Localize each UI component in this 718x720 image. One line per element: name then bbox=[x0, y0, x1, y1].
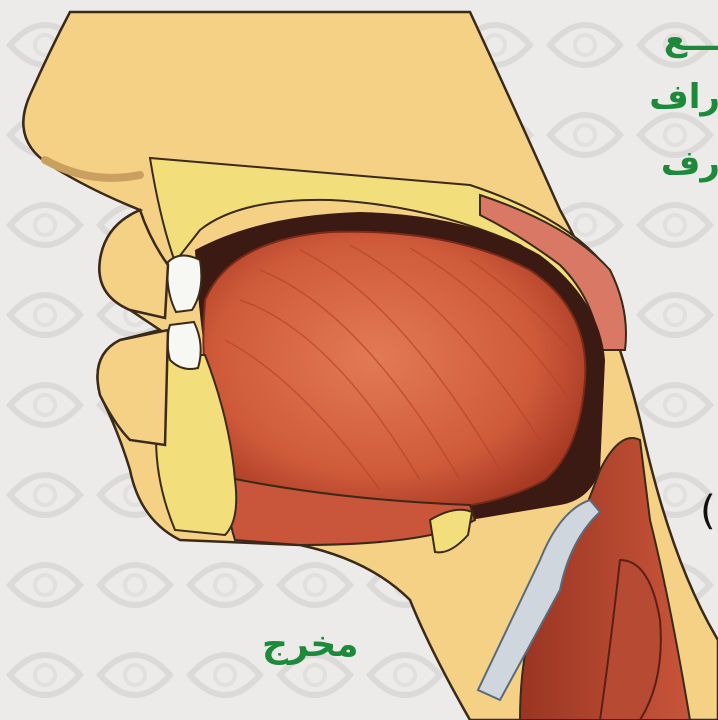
lower-tooth bbox=[168, 322, 201, 369]
label-top-line-2: راف bbox=[649, 80, 718, 114]
parenthesis-mark: ( bbox=[700, 488, 716, 534]
label-top-line-1: ـــع bbox=[664, 22, 718, 56]
label-bottom-makhraj: مخرج bbox=[262, 627, 359, 663]
label-top-line-3: رف bbox=[661, 146, 718, 180]
upper-tooth bbox=[167, 255, 201, 312]
